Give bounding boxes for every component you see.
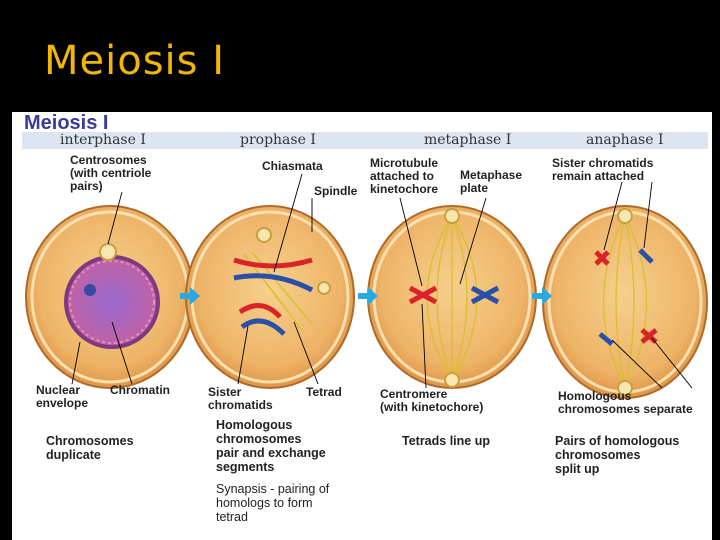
cell-metaphase <box>367 205 537 389</box>
label-chiasmata: Chiasmata <box>262 159 323 173</box>
label-homologous-separate: Homologous chromosomes separate <box>558 389 693 416</box>
arrow-right-icon <box>358 287 378 305</box>
arrow-right-icon <box>532 287 552 305</box>
leader-lines <box>71 173 693 389</box>
cell-anaphase <box>542 205 708 399</box>
label-centromere: Centromere (with kinetochore) <box>380 387 484 414</box>
label-chromatin: Chromatin <box>110 383 170 397</box>
label-centrosomes: Centrosomes (with centriole pairs) <box>70 153 152 193</box>
caption-interphase: Chromosomes duplicate <box>46 434 134 462</box>
label-metaphase-plate: Metaphase plate <box>460 168 523 195</box>
stage-interphase: interphase I <box>60 132 146 148</box>
caption-anaphase: Pairs of homologous chromosomes split up <box>555 434 680 476</box>
slide-title: Meiosis I <box>44 38 226 84</box>
label-microtubule: Microtubule attached to kinetochore <box>370 156 439 196</box>
label-sister-chromatids: Sister chromatids <box>208 385 273 412</box>
stage-anaphase: anaphase I <box>586 132 664 148</box>
cell-prophase <box>185 205 355 389</box>
diagram-panel: Meiosis I interphase I prophase I metaph… <box>12 112 712 540</box>
meiosis-illustration <box>25 173 708 399</box>
label-sister-attached: Sister chromatids remain attached <box>552 156 654 183</box>
cell-interphase <box>25 205 195 389</box>
label-tetrad: Tetrad <box>306 385 342 399</box>
stage-header-bar <box>22 132 708 149</box>
note-synapsis: Synapsis - pairing of homologs to form t… <box>216 482 330 524</box>
caption-prophase: Homologous chromosomes pair and exchange… <box>216 418 326 474</box>
arrow-right-icon <box>180 287 200 305</box>
label-nuclear-envelope: Nuclear envelope <box>36 383 89 410</box>
stage-metaphase: metaphase I <box>424 132 512 148</box>
caption-metaphase: Tetrads line up <box>402 434 490 448</box>
stage-prophase: prophase I <box>240 132 316 148</box>
label-spindle: Spindle <box>314 184 358 198</box>
diagram-title: Meiosis I <box>24 112 109 134</box>
